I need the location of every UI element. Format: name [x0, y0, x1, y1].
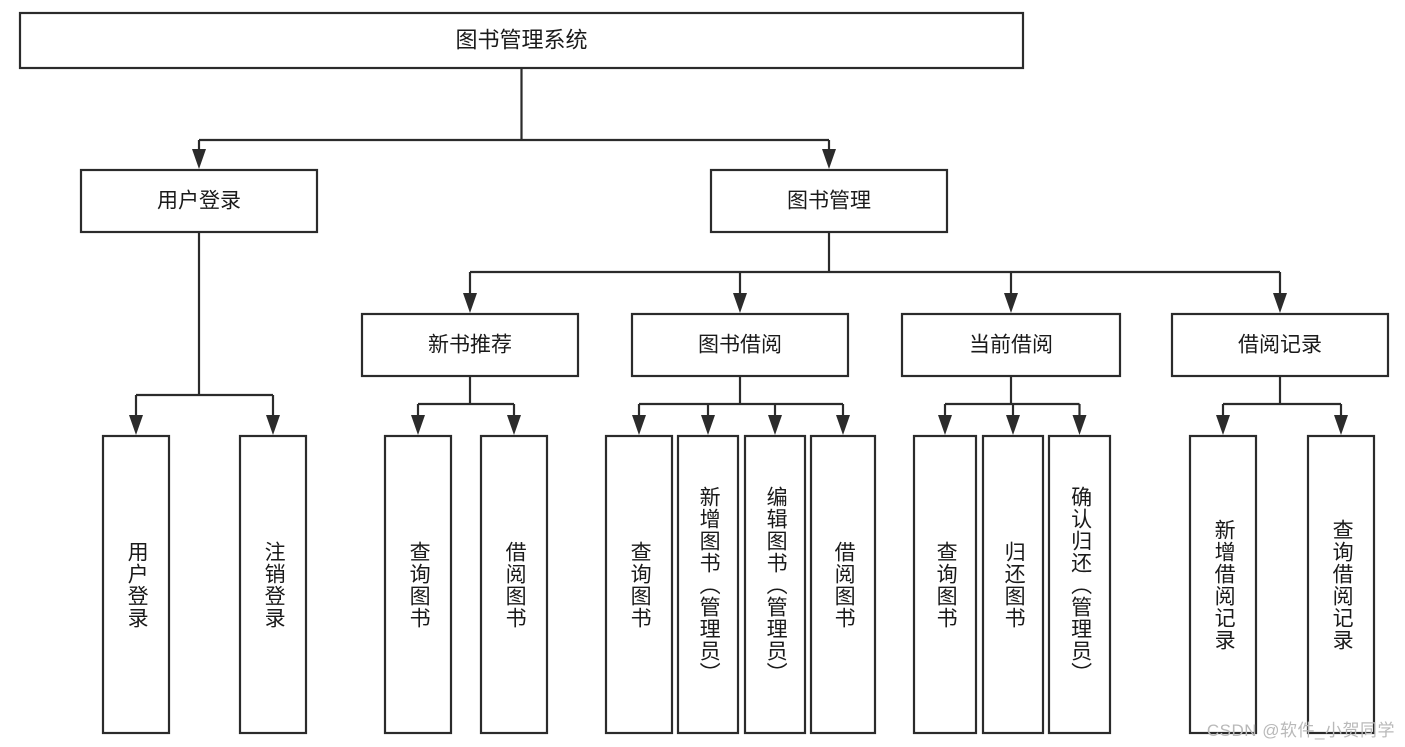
node-leaf-query-book-1[interactable] [383, 434, 453, 735]
node-leaf-edit-book[interactable] [743, 434, 807, 735]
node-leaf-user-login[interactable] [101, 434, 171, 735]
book-borrow-arrow-1 [701, 415, 715, 435]
node-current-borrow-label: 当前借阅 [969, 334, 1053, 357]
node-leaf-query-book-2[interactable] [604, 434, 674, 735]
node-root-root-label: 图书管理系统 [455, 27, 587, 52]
connector-layer [129, 68, 1348, 435]
borrow-record-arrow-0 [1216, 415, 1230, 435]
node-leaf-query-record[interactable] [1306, 434, 1376, 735]
user-login-arrow-1 [266, 415, 280, 435]
current-borrow-arrow-2 [1072, 415, 1087, 435]
node-leaf-confirm-return[interactable] [1047, 434, 1112, 735]
node-user-login-label: 用户登录 [157, 190, 241, 213]
node-new-book-rec-label: 新书推荐 [428, 334, 512, 357]
book-manage-arrow-3 [1273, 293, 1287, 313]
node-leaf-borrow-book-2[interactable] [809, 434, 877, 735]
root-arrow-0 [192, 149, 206, 169]
node-root-root[interactable] [18, 11, 1025, 70]
node-leaf-borrow-book-1[interactable] [479, 434, 549, 735]
user-login-arrow-0 [129, 415, 143, 435]
node-book-manage[interactable] [709, 168, 949, 234]
node-leaf-add-book[interactable] [676, 434, 740, 735]
node-borrow-record-label: 借阅记录 [1238, 334, 1322, 357]
root-arrow-1 [822, 149, 836, 169]
new-book-rec-arrow-0 [411, 415, 425, 435]
book-borrow-arrow-2 [768, 415, 782, 435]
node-book-manage-label: 图书管理 [787, 190, 871, 213]
node-book-borrow-label: 图书借阅 [698, 334, 782, 357]
node-book-borrow[interactable] [630, 312, 850, 378]
book-manage-arrow-1 [733, 293, 747, 313]
node-new-book-rec[interactable] [360, 312, 580, 378]
node-leaf-logout[interactable] [238, 434, 308, 735]
borrow-record-arrow-1 [1334, 415, 1348, 435]
book-manage-arrow-0 [463, 293, 477, 313]
node-user-login[interactable] [79, 168, 319, 234]
node-current-borrow[interactable] [900, 312, 1122, 378]
new-book-rec-arrow-1 [507, 415, 521, 435]
node-borrow-record[interactable] [1170, 312, 1390, 378]
csdn-watermark: CSDN @软件_小贺同学 [1206, 721, 1395, 740]
current-borrow-arrow-0 [938, 415, 952, 435]
node-leaf-query-book-3[interactable] [912, 434, 978, 735]
book-borrow-arrow-0 [632, 415, 646, 435]
current-borrow-arrow-1 [1006, 415, 1020, 435]
book-borrow-arrow-3 [836, 415, 850, 435]
book-manage-arrow-2 [1004, 293, 1018, 313]
node-leaf-add-record[interactable] [1188, 434, 1258, 735]
node-box-layer [18, 11, 1390, 735]
node-leaf-return-book[interactable] [981, 434, 1045, 735]
